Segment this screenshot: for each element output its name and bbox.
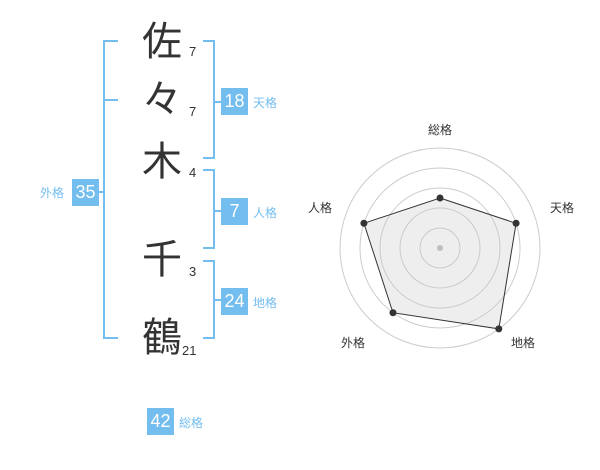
radar-point-0: [436, 194, 444, 202]
radar-grid-ring: [339, 147, 541, 349]
radar-label-soukaku: 総格: [428, 123, 453, 137]
jinkaku-badge: 7: [221, 198, 248, 225]
radar-label-chikaku: 地格: [511, 336, 536, 350]
chikaku-bracket: [203, 260, 221, 339]
name-char-5: 鶴: [142, 315, 182, 361]
chikaku-badge: 24: [221, 288, 248, 315]
radar-grid-ring: [419, 227, 461, 269]
name-char-2: 々: [142, 77, 182, 123]
radar-label-gaikaku: 外格: [341, 336, 366, 350]
jinkaku-bracket: [203, 169, 221, 249]
gaikaku-label: 外格: [40, 186, 65, 200]
stroke-count-3: 4: [189, 165, 197, 180]
name-char-1: 佐: [142, 19, 182, 65]
radar-area: [363, 197, 517, 330]
name-char-3: 木: [142, 139, 182, 185]
name-char-4: 千: [142, 237, 182, 283]
tenkaku-label: 天格: [253, 96, 278, 110]
tenkaku-bracket: [203, 40, 221, 159]
soukaku-badge: 42: [147, 408, 174, 435]
radar-point-4: [360, 219, 368, 227]
soukaku-label: 総格: [179, 416, 204, 430]
chikaku-label: 地格: [253, 296, 278, 310]
radar-chart: [339, 147, 541, 349]
stroke-count-2: 7: [189, 104, 197, 119]
radar-point-2: [495, 325, 503, 333]
radar-grid-ring: [379, 187, 501, 309]
stroke-count-1: 7: [189, 44, 197, 59]
radar-label-jinkaku: 人格: [308, 201, 333, 215]
radar-grid-ring: [399, 207, 481, 289]
radar-label-tenkaku: 天格: [550, 201, 575, 215]
stroke-count-4: 3: [189, 264, 197, 279]
radar-point-1: [512, 219, 520, 227]
stroke-count-5: 21: [182, 343, 197, 358]
jinkaku-label: 人格: [253, 206, 278, 220]
tenkaku-badge: 18: [221, 88, 248, 115]
radar-center-dot: [437, 245, 443, 251]
gaikaku-badge: 35: [72, 179, 99, 206]
radar-grid-ring: [359, 167, 521, 329]
radar-point-3: [389, 309, 397, 317]
